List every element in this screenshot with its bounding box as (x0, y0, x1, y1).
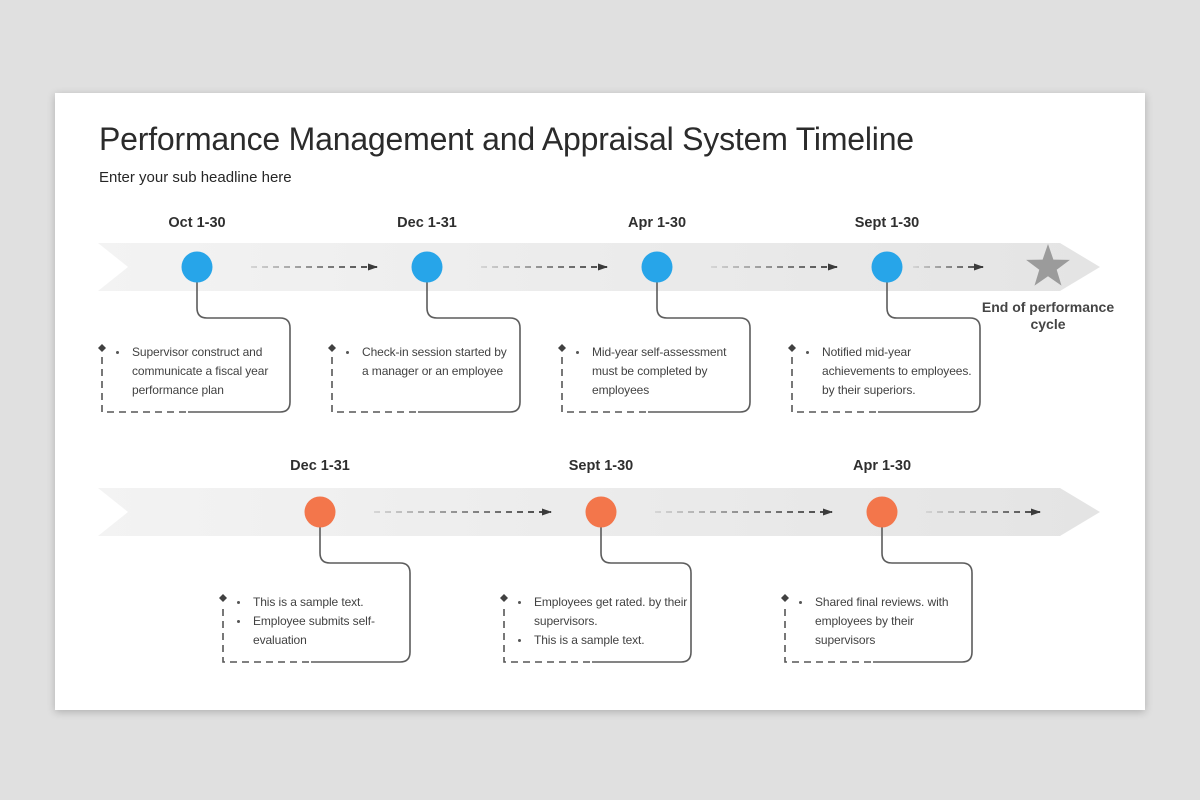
diamond-marker-icon (328, 344, 336, 352)
callout-dashed-border (222, 604, 309, 663)
callout-connector (418, 269, 521, 413)
bullet-dot-icon (116, 351, 119, 354)
callout-dashed-border (561, 354, 646, 413)
list-item: Employee submits self-evaluation (235, 612, 407, 650)
callout-connector (878, 269, 981, 413)
diamond-marker-icon (500, 594, 508, 602)
milestone-dot (641, 251, 673, 283)
bullet-dot-icon (576, 351, 579, 354)
list-item: Shared final reviews. with employees by … (797, 593, 969, 650)
bullet-text: Check-in session started by a manager or… (362, 345, 507, 378)
callout-box: Mid-year self-assessment must be complet… (574, 343, 746, 400)
list-item: Notified mid-year achievements to employ… (804, 343, 976, 400)
milestone-dot (871, 251, 903, 283)
callout-dashed-border (791, 354, 876, 413)
list-item: This is a sample text. (235, 593, 407, 612)
callout-box: Shared final reviews. with employees by … (797, 593, 969, 650)
callout-dashed-border (331, 354, 416, 413)
callout-box: Check-in session started by a manager or… (344, 343, 516, 381)
bullet-text: Supervisor construct and communicate a f… (132, 345, 269, 397)
bullet-dot-icon (346, 351, 349, 354)
bullet-text: Shared final reviews. with employees by … (815, 595, 949, 647)
callout-box: Employees get rated. by their supervisor… (516, 593, 688, 650)
callout-dashed-border (503, 604, 590, 663)
callout-connector (592, 514, 692, 663)
list-item: Employees get rated. by their supervisor… (516, 593, 688, 631)
page-subtitle: Enter your sub headline here (99, 169, 292, 186)
bullet-dot-icon (806, 351, 809, 354)
bullet-dot-icon (237, 620, 240, 623)
milestone-date-label: Dec 1-31 (290, 458, 350, 474)
callout-connector (188, 269, 291, 413)
bullet-dot-icon (799, 601, 802, 604)
diamond-marker-icon (781, 594, 789, 602)
list-item: Supervisor construct and communicate a f… (114, 343, 286, 400)
milestone-date-label: Apr 1-30 (627, 215, 687, 231)
bullet-dot-icon (518, 601, 521, 604)
bullet-dot-icon (237, 601, 240, 604)
bullet-dot-icon (518, 639, 521, 642)
bullet-text: Mid-year self-assessment must be complet… (592, 345, 727, 397)
milestone-date-label: Oct 1-30 (168, 215, 226, 231)
callout-box: This is a sample text. Employee submits … (235, 593, 407, 650)
page-title: Performance Management and Appraisal Sys… (99, 121, 914, 157)
star-icon (1026, 244, 1070, 286)
milestone-dot (181, 251, 213, 283)
bullet-text: Notified mid-year achievements to employ… (822, 345, 972, 397)
callout-connector (873, 514, 973, 663)
bullet-text: Employees get rated. by their supervisor… (534, 595, 688, 628)
bullet-text: This is a sample text. (253, 595, 364, 609)
milestone-date-label: Sept 1-30 (568, 458, 634, 474)
callout-box: Supervisor construct and communicate a f… (114, 343, 286, 400)
bullet-text: This is a sample text. (534, 633, 645, 647)
callout-box: Notified mid-year achievements to employ… (804, 343, 976, 400)
diamond-marker-icon (98, 344, 106, 352)
milestone-dot (866, 496, 898, 528)
callout-dashed-border (784, 604, 871, 663)
end-of-cycle-label: End of performance cycle (981, 299, 1115, 332)
callout-connector (311, 514, 411, 663)
diamond-marker-icon (788, 344, 796, 352)
list-item: Check-in session started by a manager or… (344, 343, 516, 381)
milestone-date-label: Dec 1-31 (397, 215, 457, 231)
slide-card: Performance Management and Appraisal Sys… (55, 93, 1145, 710)
callout-connector (648, 269, 751, 413)
callout-dashed-border (101, 354, 186, 413)
diamond-marker-icon (558, 344, 566, 352)
milestone-date-label: Sept 1-30 (854, 215, 920, 231)
bullet-text: Employee submits self-evaluation (253, 614, 375, 647)
list-item: This is a sample text. (516, 631, 688, 650)
milestone-date-label: Apr 1-30 (852, 458, 912, 474)
milestone-dot (411, 251, 443, 283)
list-item: Mid-year self-assessment must be complet… (574, 343, 746, 400)
milestone-dot (304, 496, 336, 528)
timeline-graphic (98, 243, 1100, 663)
milestone-dot (585, 496, 617, 528)
diamond-marker-icon (219, 594, 227, 602)
